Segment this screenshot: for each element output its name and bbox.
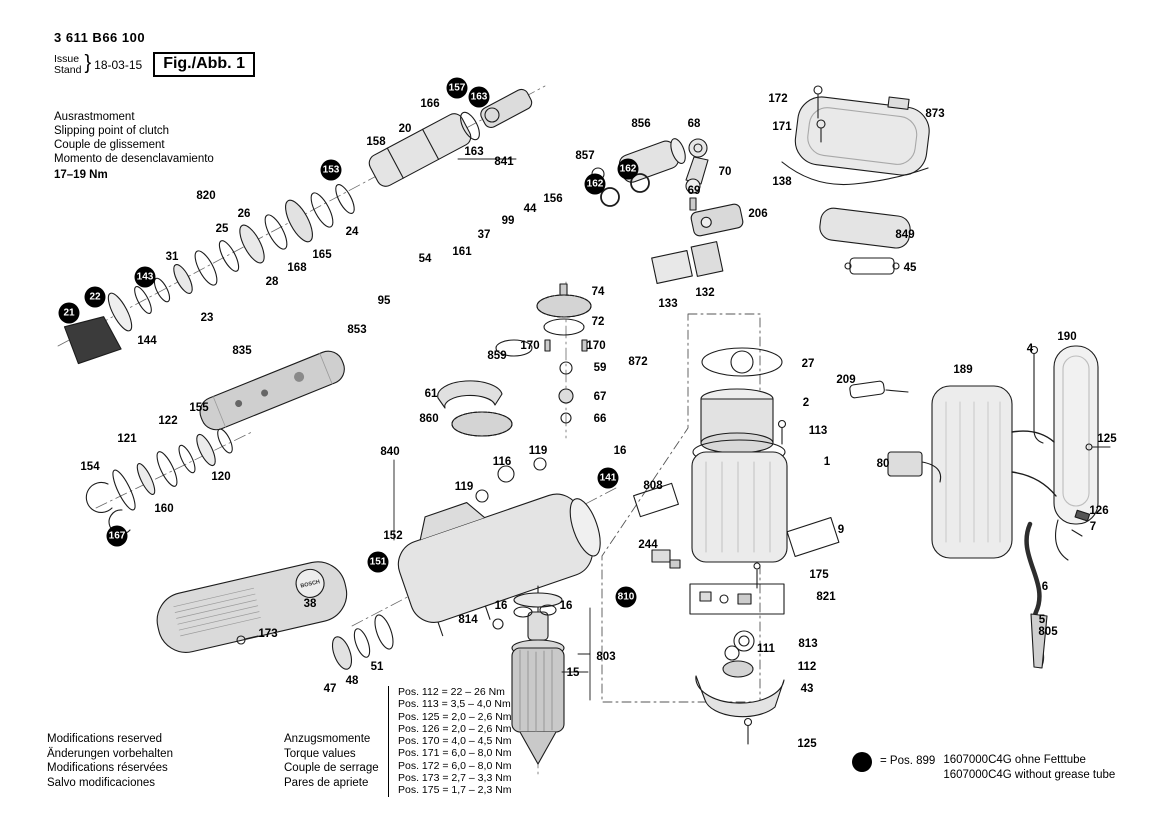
legend-variant-line: 1607000C4G ohne Fetttube [943,754,1086,766]
gear-housing-art [397,493,601,637]
torque-heading-line: Anzugsmomente [284,733,371,745]
torque-heading-line: Pares de apriete [284,776,369,789]
lower-gear-art [695,630,785,745]
clutch-torque-value: 17–19 Nm [54,169,108,181]
modifications-line: Änderungen vorbehalten [47,747,173,760]
clutch-note-line: Ausrastmoment [54,111,135,123]
legend-variant-line: 1607000C4G without grease tube [943,768,1116,781]
handle-assembly-art [849,345,1111,669]
document-part-number: 3 611 B66 100 [54,30,146,45]
gear-cluster-art [437,283,592,437]
legend-equals-pos: = Pos. 899 [880,755,936,767]
torque-heading-line: Couple de serrage [284,762,379,774]
small-switch-art [651,549,681,569]
torque-row: Pos. 113 = 3,5 – 4,0 Nm [398,698,511,711]
clutch-note-line: Couple de glissement [54,139,165,151]
brace-glyph: } [84,52,92,74]
torque-row: Pos. 126 = 2,0 – 2,6 Nm [398,722,512,735]
top-cover-art [794,96,930,176]
assembly-boundary [601,313,761,703]
screws-top-art [813,85,826,143]
torque-row: Pos. 175 = 1,7 – 2,3 Nm [398,784,512,797]
torque-heading-line: Torque values [284,747,356,760]
torque-row: Pos. 171 = 6,0 – 8,0 Nm [398,747,512,760]
issue-label: Issue [54,52,80,65]
stand-label: Stand [54,63,82,76]
torque-table: Pos. 112 = 22 – 26 Nm Pos. 113 = 3,5 – 4… [388,686,512,797]
bracket-45-art [844,257,900,275]
screw-173-art [236,635,259,645]
clutch-note-line: Momento de desenclavamiento [54,153,214,165]
modifications-line: Modifications reserved [47,733,163,745]
ring-chain-art [85,428,233,535]
torque-row: Pos. 112 = 22 – 26 Nm [398,686,505,698]
header: 3 611 B66 100 Issue Stand } 18-03-15 Fig… [54,30,255,77]
torque-row: Pos. 170 = 4,0 – 4,5 Nm [398,735,512,748]
clutch-note: Ausrastmoment Slipping point of clutch C… [54,110,214,182]
torque-row: Pos. 172 = 6,0 – 8,0 Nm [398,759,512,772]
modifications-note: Modifications reserved Änderungen vorbeh… [47,732,173,790]
torque-values-heading: Anzugsmomente Torque values Couple de se… [284,732,379,790]
figure-label: Fig./Abb. 1 [153,52,255,77]
legend-variant-note: 1607000C4G ohne Fetttube 1607000C4G with… [943,753,1115,782]
issue-date: 18-03-15 [94,57,143,72]
motor-column-art [691,347,788,563]
brush-box-art [689,583,785,615]
torque-row: Pos. 125 = 2,0 – 2,6 Nm [398,710,512,723]
clutch-note-line: Slipping point of clutch [54,125,170,137]
gasket-art [781,161,929,186]
armature-art [511,585,565,765]
brush-cover-art [819,207,911,249]
striker-barrel-art [199,350,345,431]
legend: = Pos. 899 1607000C4G ohne Fetttube 1607… [852,752,1115,782]
side-handle-art: BOSCH [156,561,348,653]
modifications-line: Modifications réservées [47,762,168,774]
crank-art [591,138,709,211]
black-dot-icon [852,752,872,772]
spindle-parts-art [63,88,533,365]
modifications-line: Salvo modificaciones [47,776,156,789]
torque-row: Pos. 173 = 2,7 – 3,3 Nm [398,772,512,785]
bosch-logo: BOSCH [300,579,321,589]
issue-stand-labels: Issue Stand [54,52,82,76]
switch-parts-art [651,203,744,285]
